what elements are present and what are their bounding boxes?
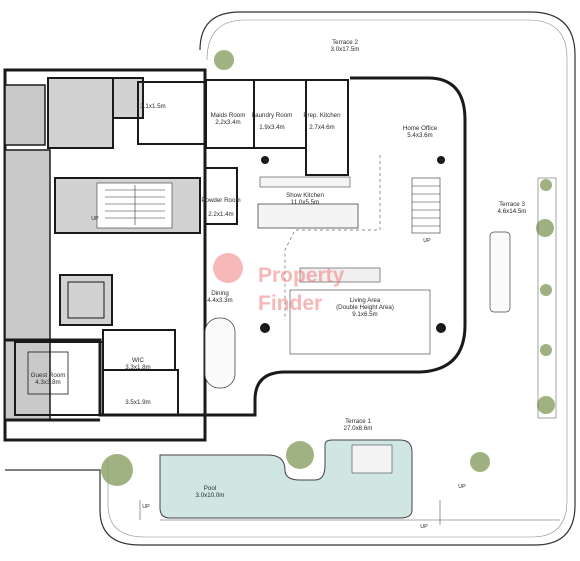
- dining-dims: 4.4x3.3m: [207, 297, 232, 304]
- terrace-outline: [5, 11, 576, 546]
- watermark: Property Finder: [213, 253, 345, 315]
- service-block: [137, 79, 349, 225]
- pool-name: Pool: [204, 485, 216, 492]
- terrace3-dims: 4.6x14.5m: [498, 208, 527, 215]
- circulation-dash: [284, 155, 381, 320]
- office-dims: 5.4x3.6m: [407, 132, 432, 139]
- office-stair: [411, 177, 441, 234]
- living-name: Living Area: [350, 297, 381, 304]
- terrace1-dims: 27.0x8.6m: [344, 425, 373, 432]
- up-label-core: UP: [91, 216, 99, 222]
- prep-name: Prep. Kitchen: [303, 112, 341, 119]
- planter-strip: [537, 177, 557, 419]
- kitchen-island: [257, 203, 359, 229]
- laundry-name: Laundry Room: [252, 112, 293, 119]
- bath-top-dims: 3.1x1.5m: [140, 103, 165, 110]
- main-floor-outline: [180, 76, 467, 417]
- dining-name: Dining: [211, 290, 229, 297]
- bath-guest-dims: 3.5x1.9m: [125, 399, 150, 406]
- living-sub: (Double Height Area): [336, 304, 394, 311]
- terrace-inner-outline: [107, 19, 568, 538]
- guest-wing: [14, 329, 179, 416]
- up-label-pool-left: UP: [142, 504, 150, 510]
- sofa: [299, 267, 381, 283]
- dining-table: [204, 317, 236, 389]
- pool-deck: [351, 444, 393, 474]
- wic-name: WIC: [132, 357, 145, 364]
- watermark-line2: Finder: [258, 292, 322, 315]
- up-label-office: UP: [423, 238, 431, 244]
- guest-dims: 4.3x3.8m: [35, 379, 60, 386]
- stair-labels: UP UP UP UP UP: [91, 216, 466, 530]
- terrace3-table: [489, 231, 511, 313]
- terrace1-name: Terrace 1: [345, 418, 371, 425]
- columns: [260, 156, 446, 333]
- prep-dims: 2.7x4.6m: [309, 124, 334, 131]
- terrace-steps: [139, 500, 560, 525]
- up-label-terrace: UP: [458, 484, 466, 490]
- show-kitchen-dims: 11.0x5.5m: [291, 199, 319, 206]
- show-kitchen-name: Show Kitchen: [286, 192, 324, 199]
- laundry-dims: 1.9x3.4m: [259, 124, 284, 131]
- watermark-line1: Property: [258, 264, 345, 287]
- powder-name: Powder Room: [201, 197, 240, 204]
- room-labels: Terrace 2 3.0x17.5m 3.1x1.5m Maids Room …: [31, 39, 527, 499]
- stair-core: [96, 182, 173, 229]
- wic-dims: 3.3x1.8m: [125, 364, 150, 371]
- guest-name: Guest Room: [31, 372, 66, 379]
- maids-dims: 2.2x3.4m: [215, 119, 240, 126]
- living-dims: 9.1x6.5m: [352, 311, 377, 318]
- living-rug: [289, 289, 431, 355]
- powder-dims: 2.2x1.4m: [208, 211, 233, 218]
- pool-dims: 3.0x10.0m: [196, 492, 225, 499]
- maids-name: Maids Room: [211, 112, 246, 119]
- kitchen-counter: [259, 176, 351, 188]
- terrace2-name: Terrace 2: [332, 39, 358, 46]
- office-name: Home Office: [403, 125, 438, 132]
- terrace2-dims: 3.0x17.5m: [331, 46, 360, 53]
- up-label-pool-right: UP: [420, 524, 428, 530]
- terrace3-name: Terrace 3: [499, 201, 525, 208]
- pool: [159, 439, 413, 519]
